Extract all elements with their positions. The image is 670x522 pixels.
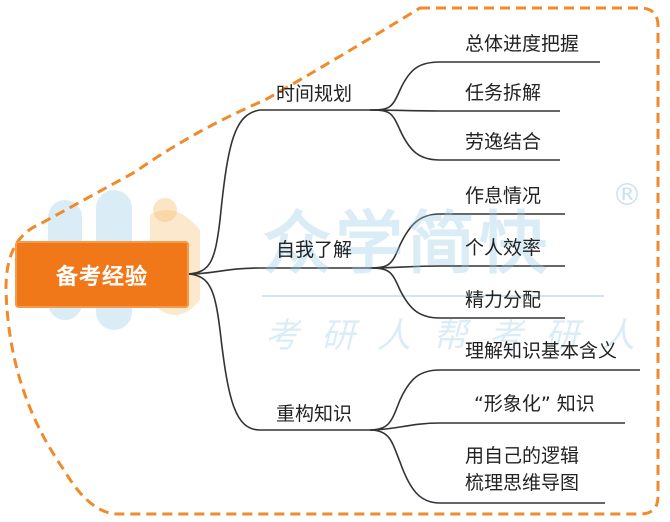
root-node: 备考经验 bbox=[15, 241, 189, 308]
leaf-task-breakdown: 任务拆解 bbox=[465, 82, 542, 104]
root-connectors bbox=[188, 109, 370, 431]
branch-time-planning: 时间规划 bbox=[276, 83, 353, 105]
branch-self-knowledge: 自我了解 bbox=[276, 239, 353, 261]
watermark-brand: 众学简快 bbox=[263, 205, 552, 284]
leaf-schedule: 作息情况 bbox=[465, 185, 542, 207]
branch-3-connectors bbox=[369, 369, 640, 504]
leaf-own-logic-mindmap: 用自己的逻辑 梳理思维导图 bbox=[465, 445, 580, 494]
watermark-slogan: 考研人帮考研人 bbox=[265, 316, 657, 356]
leaf-personal-efficiency: 个人效率 bbox=[465, 237, 542, 259]
branch-1-connectors bbox=[369, 61, 600, 161]
leaf-work-rest-balance: 劳逸结合 bbox=[465, 131, 542, 153]
leaf-visualize-knowledge: “形象化” 知识 bbox=[474, 393, 595, 415]
root-label: 备考经验 bbox=[55, 264, 148, 290]
branch-restructure-knowledge: 重构知识 bbox=[276, 403, 353, 425]
leaf-understand-meaning: 理解知识基本含义 bbox=[465, 340, 618, 362]
leaf-overall-progress: 总体进度把握 bbox=[465, 33, 580, 55]
watermark-registered-mark: ® bbox=[612, 178, 642, 213]
dashed-outline bbox=[4, 6, 660, 516]
leaf-energy-allocation: 精力分配 bbox=[465, 289, 542, 311]
branch-2-connectors bbox=[369, 213, 565, 319]
